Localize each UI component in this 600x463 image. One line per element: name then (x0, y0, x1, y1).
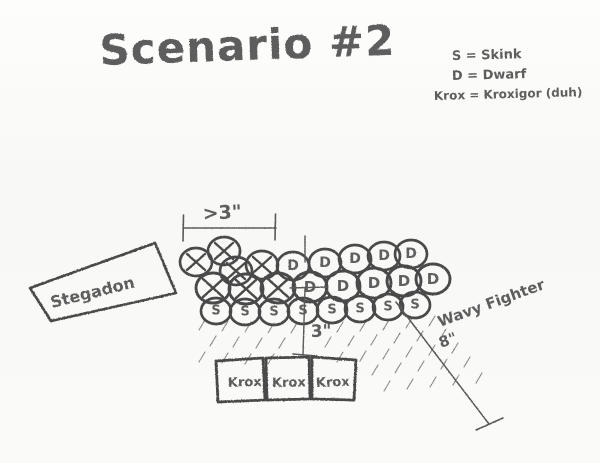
token-dwarf: D (319, 255, 331, 271)
page-title-text: Scenario #2 (99, 16, 396, 75)
token-dwarf: D (349, 251, 361, 267)
wavy-fighter-distance: 8" (436, 329, 459, 352)
krox-base-label: Krox (228, 375, 263, 391)
token-dwarf: D (427, 270, 439, 288)
measurement-label-gap: 3" (310, 321, 331, 342)
page-title: Scenario #2 (99, 16, 396, 75)
token-dwarf: D (368, 274, 380, 292)
krox-bases: Krox Krox Krox (214, 355, 358, 404)
token-skink: S (269, 305, 278, 320)
token-skink: S (355, 302, 364, 317)
token-dwarf: D (378, 248, 390, 264)
legend-entry-skink: S = Skink (452, 47, 522, 64)
legend-entry-dwarf: D = Dwarf (452, 67, 527, 84)
token-skink: S (327, 303, 336, 318)
token-dwarf: D (337, 277, 349, 295)
unit-middle-rank: D D D D D (194, 262, 452, 306)
token-dwarf: D (287, 258, 299, 274)
token-skink: S (298, 304, 307, 319)
token-skink: S (211, 304, 220, 319)
legend: S = Skink D = Dwarf Krox = Kroxigor (duh… (434, 47, 583, 103)
krox-base-label: Krox (316, 375, 351, 391)
krox-base-label: Krox (272, 375, 307, 391)
wavy-fighter-label: Wavy Fighter (435, 275, 547, 331)
shaded-zone (198, 315, 483, 392)
token-skink: S (383, 300, 392, 315)
stegadon-base: Stegadon (28, 241, 178, 323)
token-dwarf: D (405, 246, 417, 262)
measurement-top-frontage: >3" (182, 201, 277, 242)
token-dwarf: D (398, 272, 410, 290)
unit-rear-rank: D D D D D (178, 235, 429, 287)
unit-front-rank: S S S S S S S S (199, 290, 432, 327)
token-skink: S (240, 305, 249, 320)
token-skink: S (410, 298, 419, 313)
legend-entry-kroxigor: Krox = Kroxigor (duh) (434, 85, 583, 103)
measurement-label-top: >3" (202, 201, 242, 225)
